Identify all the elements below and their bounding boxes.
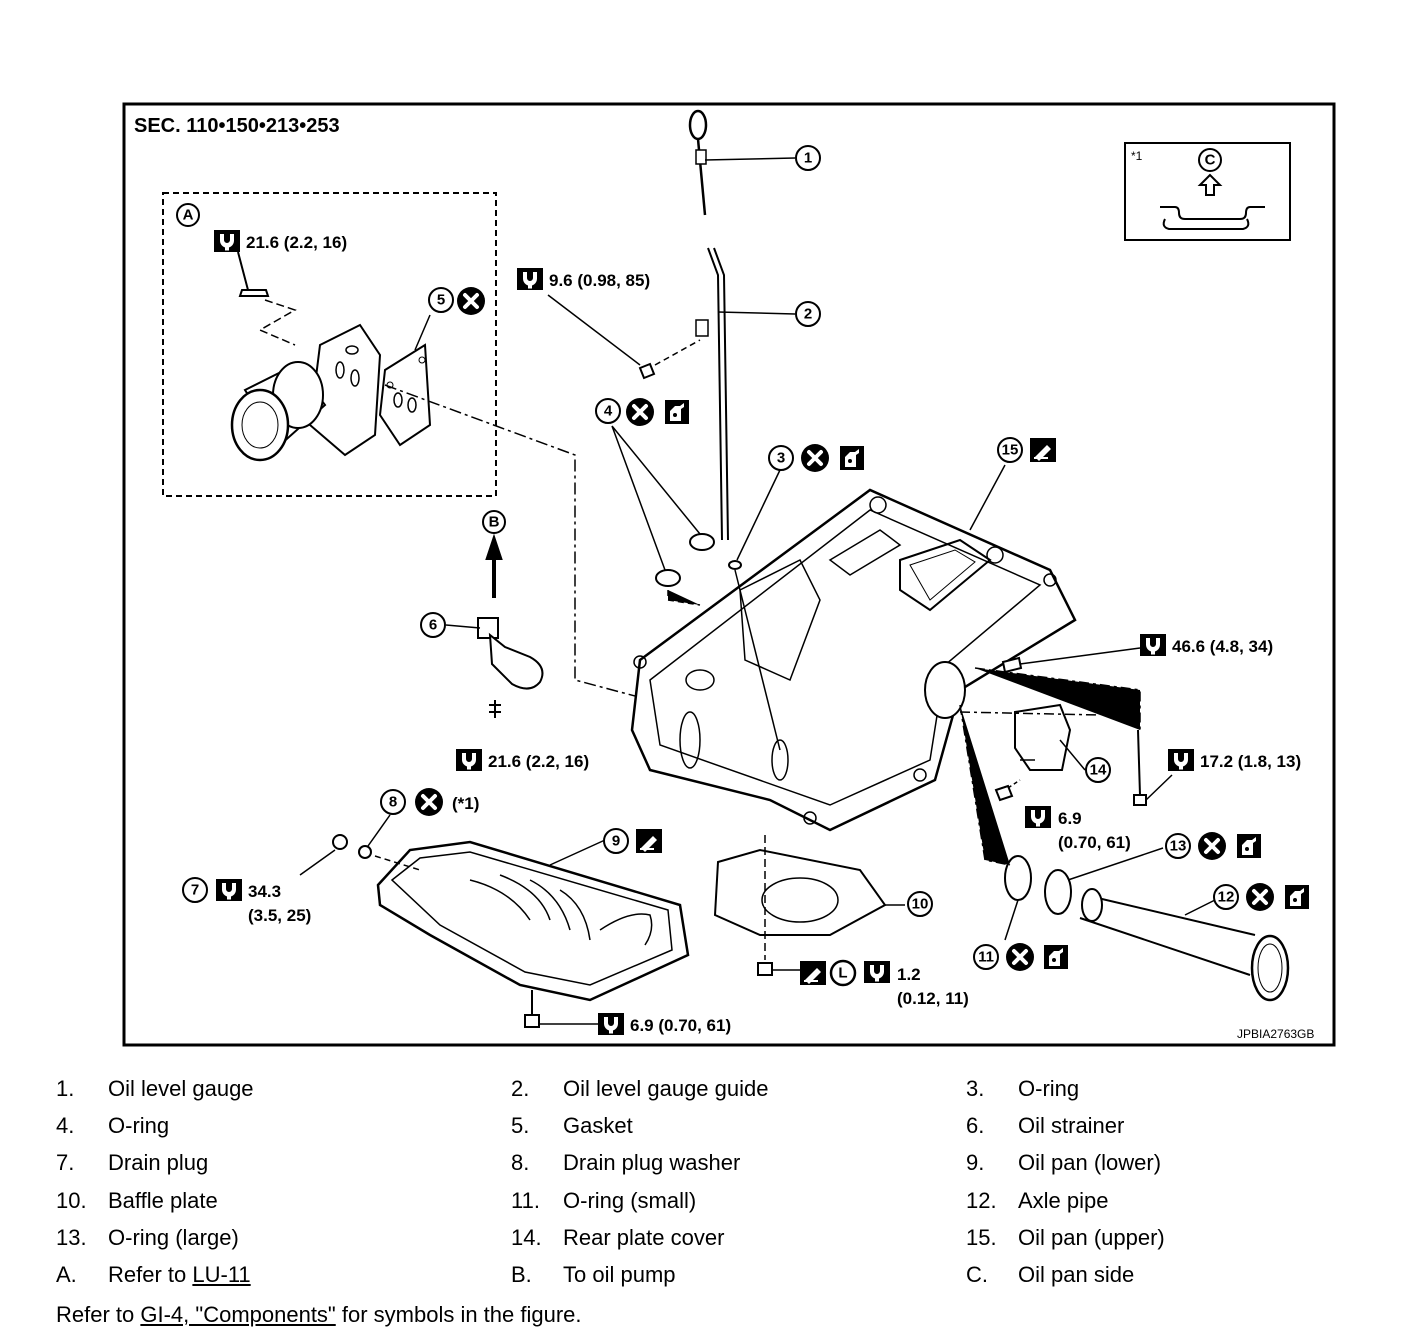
callout-10: 10 <box>907 891 933 917</box>
oil-level-gauge-guide-part <box>695 247 796 541</box>
o-ring-3 <box>728 560 742 570</box>
torque-guide: 9.6 (0.98, 85) <box>549 271 650 290</box>
exploded-view-diagram: SEC. 110•150•213•253 JPBIA2763GB *1 C A <box>122 102 1336 1047</box>
callout-14: 14 <box>1085 757 1111 783</box>
oil-icon <box>1237 834 1261 858</box>
callout-11: 11 <box>973 944 999 970</box>
x-icon <box>413 786 445 818</box>
torque-cover-a: 6.9 <box>1058 809 1082 828</box>
oil-pan-lower-part <box>376 839 690 1002</box>
svg-text:6: 6 <box>429 617 437 634</box>
o-ring-13 <box>1044 869 1072 915</box>
torque-baffle-a: 1.2 <box>897 965 921 984</box>
drain-plug-part <box>332 834 348 850</box>
torque-icon <box>864 961 890 983</box>
gasket-icon <box>800 961 826 985</box>
callout-5: 5 <box>428 287 454 313</box>
svg-text:4: 4 <box>604 403 613 420</box>
oil-pan-upper-part <box>630 488 1077 832</box>
svg-text:14: 14 <box>1090 762 1107 779</box>
oil-icon <box>1285 885 1309 909</box>
oil-icon <box>665 400 689 424</box>
torque-drain-a: 34.3 <box>248 882 281 901</box>
inset-marker: *1 <box>1131 149 1143 163</box>
svg-text:8: 8 <box>389 794 397 811</box>
x-icon <box>624 396 656 428</box>
torque-lower-pan: 6.9 (0.70, 61) <box>630 1016 731 1035</box>
view-b-label: B <box>489 514 500 531</box>
torque-icon <box>214 230 240 252</box>
x-icon <box>1004 941 1036 973</box>
torque-drain-b: (3.5, 25) <box>248 906 311 925</box>
inset-oil-pan-side: *1 C <box>1124 142 1291 241</box>
torque-washer: (*1) <box>452 794 479 813</box>
callout-9: 9 <box>603 828 629 854</box>
torque-strainer: 21.6 (2.2, 16) <box>488 752 589 771</box>
torque-icon <box>598 1013 624 1035</box>
gasket-icon <box>1030 438 1056 462</box>
svg-text:2: 2 <box>804 306 812 323</box>
diagram-frame <box>122 102 1336 1047</box>
svg-text:L: L <box>838 965 847 982</box>
section-title: SEC. 110•150•213•253 <box>134 115 340 137</box>
x-icon <box>799 442 831 474</box>
baffle-plate-part <box>713 848 905 936</box>
torque-a: 21.6 (2.2, 16) <box>246 233 347 252</box>
oil-level-gauge-part <box>688 109 796 216</box>
x-icon <box>455 285 487 317</box>
torque-icon <box>1168 749 1194 771</box>
torque-cover-b: (0.70, 61) <box>1058 833 1131 852</box>
view-a-label: A <box>183 207 194 224</box>
callout-13: 13 <box>1165 833 1191 859</box>
callout-15: 15 <box>997 437 1023 463</box>
symbols-note: Refer to GI-4, "Components" for symbols … <box>56 1302 582 1327</box>
torque-icon <box>1140 634 1166 656</box>
svg-text:9: 9 <box>612 833 620 850</box>
torque-17: 17.2 (1.8, 13) <box>1200 752 1301 771</box>
callout-1: 1 <box>795 145 821 171</box>
torque-icon <box>456 749 482 771</box>
torque-46: 46.6 (4.8, 34) <box>1172 637 1273 656</box>
oil-filter <box>230 361 327 462</box>
svg-text:5: 5 <box>437 292 445 309</box>
rear-plate-cover-part <box>959 703 1101 771</box>
svg-text:10: 10 <box>912 896 929 913</box>
x-icon <box>1196 830 1228 862</box>
torque-icon <box>1025 806 1051 828</box>
o-ring-4a <box>689 533 715 551</box>
callout-2: 2 <box>795 301 821 327</box>
gasket-icon <box>636 829 662 853</box>
liquid-gasket-icon: L <box>829 959 857 987</box>
svg-text:13: 13 <box>1170 838 1187 855</box>
view-c-label: C <box>1205 152 1216 169</box>
torque-icon <box>216 879 242 901</box>
svg-text:3: 3 <box>777 450 785 467</box>
axle-pipe-part <box>1079 888 1290 1002</box>
oil-strainer-part <box>445 617 544 718</box>
lu-11-link[interactable]: LU-11 <box>192 1262 251 1287</box>
x-icon <box>1244 881 1276 913</box>
oil-icon <box>840 446 864 470</box>
torque-baffle-b: (0.12, 11) <box>897 989 969 1008</box>
svg-text:15: 15 <box>1002 442 1019 459</box>
detail-box-a: A <box>162 192 497 497</box>
svg-text:1: 1 <box>804 150 812 167</box>
arrow-to-oil-pump <box>485 533 503 598</box>
callout-7: 7 <box>182 877 208 903</box>
drain-plug-washer-part <box>358 845 372 859</box>
svg-text:11: 11 <box>978 949 994 966</box>
callout-4: 4 <box>595 398 621 424</box>
svg-text:7: 7 <box>191 882 199 899</box>
gasket-5 <box>378 343 432 447</box>
callout-8: 8 <box>380 789 406 815</box>
gi-4-components-link[interactable]: GI-4, "Components" <box>140 1302 336 1327</box>
oil-icon <box>1044 945 1068 969</box>
image-code: JPBIA2763GB <box>1237 1027 1314 1041</box>
torque-icon <box>517 268 543 290</box>
callout-12: 12 <box>1213 884 1239 910</box>
svg-text:12: 12 <box>1218 889 1235 906</box>
callout-3: 3 <box>768 445 794 471</box>
callout-6: 6 <box>420 612 446 638</box>
o-ring-4b <box>655 569 681 587</box>
